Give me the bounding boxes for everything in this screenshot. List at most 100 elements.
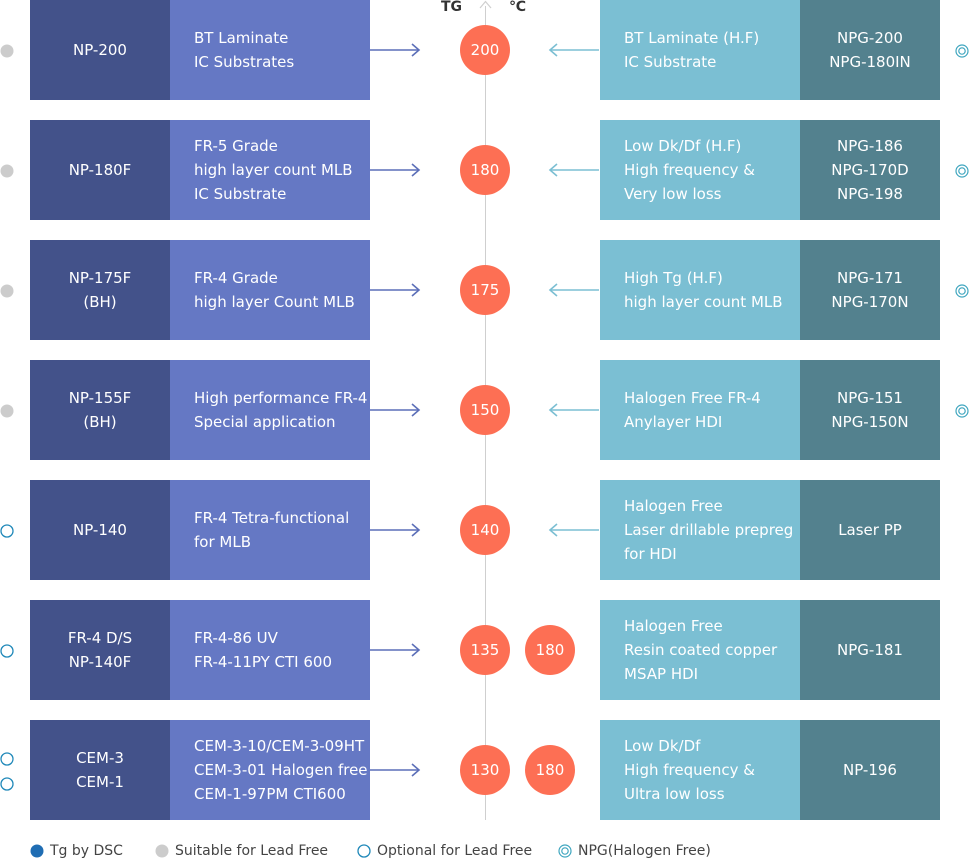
legend-item: Optional for Lead Free: [357, 843, 532, 859]
arrow-left-icon: [548, 283, 599, 297]
product-code-box: NP-180F: [30, 120, 170, 220]
optional-lead-free-icon: [0, 643, 14, 658]
text-line: IC Substrate: [624, 53, 717, 71]
legend-label: Optional for Lead Free: [377, 843, 533, 859]
npg-halogen-free-icon: [955, 43, 969, 58]
text-line: Halogen Free FR-4: [624, 389, 761, 407]
arrow-right-icon: [370, 283, 421, 297]
application-box: BT Laminate IC Substrates: [170, 0, 370, 100]
text-line: NPG-180IN: [829, 53, 911, 71]
arrow-right-icon: [370, 763, 421, 777]
suitable-lead-free-icon: [0, 43, 14, 58]
text-line: Laser PP: [838, 521, 902, 539]
application-box: CEM-3-10/CEM-3-09HT CEM-3-01 Halogen free…: [170, 720, 370, 820]
text-line: for MLB: [194, 533, 251, 551]
axis-arrow-up-icon: [479, 0, 492, 9]
text-line: NPG-170D: [831, 161, 909, 179]
text-line: high layer Count MLB: [194, 293, 355, 311]
tg-value-badge: 180: [460, 145, 510, 195]
product-code-box: NP-140: [30, 480, 170, 580]
text-line: NPG-186: [837, 137, 903, 155]
halogen-free-application-box: BT Laminate (H.F)IC Substrate: [600, 0, 800, 100]
text-line: BT Laminate: [194, 29, 289, 47]
suitable-lead-free-icon: [0, 163, 14, 178]
text-line: Resin coated copper: [624, 641, 778, 659]
optional-lead-free-icon: [0, 776, 14, 791]
text-line: NPG-198: [837, 185, 903, 203]
text-line: FR-4 Grade: [194, 269, 278, 287]
text-line: Ultra low loss: [624, 785, 725, 803]
npg-halogen-free-icon: [955, 283, 969, 298]
text-line: MSAP HDI: [624, 665, 699, 683]
legend-label: Suitable for Lead Free: [175, 843, 329, 859]
tg-value-badge: 130: [460, 745, 510, 795]
arrow-left-icon: [548, 403, 599, 417]
text-line: for HDI: [624, 545, 677, 563]
halogen-free-code-box: NP-196: [800, 720, 940, 820]
tg-value-badge: 150: [460, 385, 510, 435]
text-line: High frequency &: [624, 761, 755, 779]
text-line: (BH): [83, 413, 117, 431]
legend-item: Tg by DSC: [30, 843, 123, 859]
text-line: NPG-171: [837, 269, 903, 287]
halogen-free-code-box: Laser PP: [800, 480, 940, 580]
axis-unit-label: ℃: [509, 0, 526, 15]
optional-lead-free-icon: [357, 844, 371, 858]
text-line: CEM-3-01 Halogen free: [194, 761, 368, 779]
optional-lead-free-icon: [0, 751, 14, 766]
text-line: High Tg (H.F): [624, 269, 723, 287]
text-line: FR-4 D/S: [67, 629, 133, 647]
text-line: NPG-151: [837, 389, 903, 407]
text-line: Very low loss: [624, 185, 722, 203]
text-line: NP-180F: [68, 161, 132, 179]
halogen-free-application-box: Low Dk/Df (H.F) High frequency & Very low …: [600, 120, 800, 220]
text-line: CEM-3: [76, 749, 124, 767]
arrow-right-icon: [370, 403, 421, 417]
text-line: CEM-1-97PM CTI600: [194, 785, 346, 803]
text-line: Low Dk/Df (H.F): [624, 137, 742, 155]
tg-value-badge: 180: [525, 745, 575, 795]
text-line: Laser drillable prepreg: [624, 521, 794, 539]
application-box: FR-4 Grade high layer Count MLB: [170, 240, 370, 340]
product-code-box: NP-175F(BH): [30, 240, 170, 340]
text-line: high layer count MLB: [624, 293, 783, 311]
legend-item: NPG(Halogen Free): [558, 843, 711, 859]
arrow-left-icon: [548, 43, 599, 57]
suitable-lead-free-icon: [155, 844, 169, 858]
text-line: CEM-3-10/CEM-3-09HT: [194, 737, 365, 755]
arrow-left-icon: [548, 523, 599, 537]
product-code-box: FR-4 D/S NP-140F: [30, 600, 170, 700]
text-line: IC Substrates: [194, 53, 295, 71]
text-line: NPG-200: [837, 29, 903, 47]
text-line: NP-140F: [68, 653, 132, 671]
suitable-lead-free-icon: [0, 283, 14, 298]
legend-item: Suitable for Lead Free: [155, 843, 328, 859]
tg-by-dsc-icon: [30, 844, 44, 858]
arrow-right-icon: [370, 643, 421, 657]
tg-value-badge: 135: [460, 625, 510, 675]
text-line: (BH): [83, 293, 117, 311]
suitable-lead-free-icon: [0, 403, 14, 418]
tg-value-badge: 180: [525, 625, 575, 675]
text-line: High frequency &: [624, 161, 755, 179]
arrow-left-icon: [548, 163, 599, 177]
text-line: FR-4-11PY CTI 600: [194, 653, 333, 671]
arrow-right-icon: [370, 43, 421, 57]
arrow-right-icon: [370, 523, 421, 537]
text-line: CEM-1: [76, 773, 124, 791]
